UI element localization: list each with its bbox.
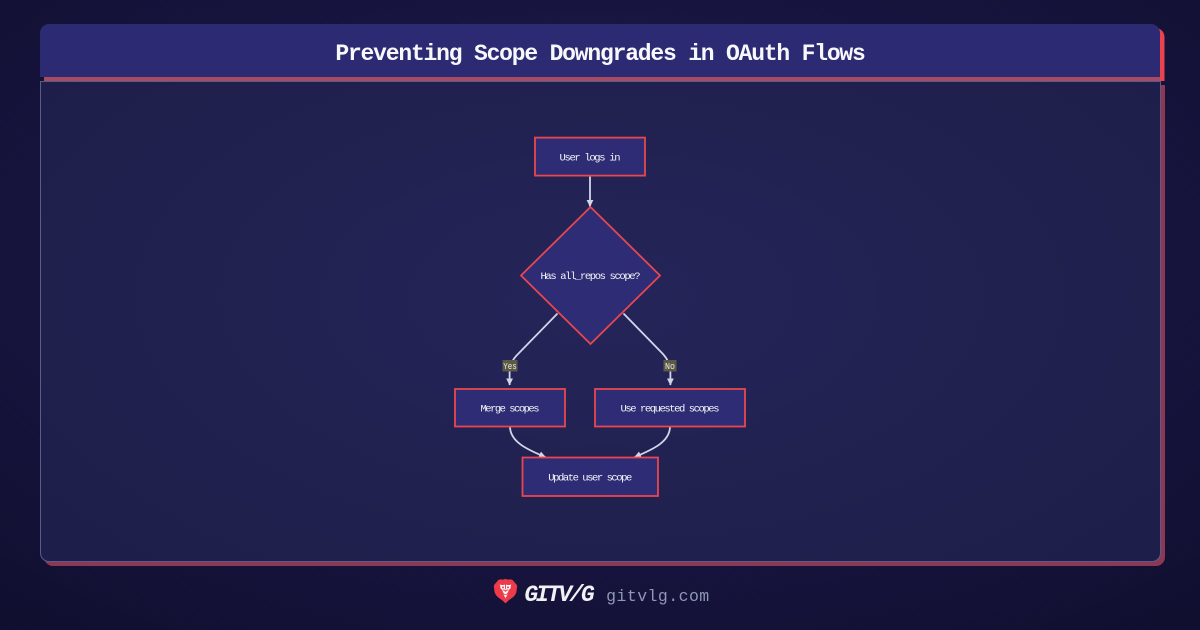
svg-text:User logs in: User logs in [560,152,621,164]
svg-text:Yes: Yes [503,361,517,372]
svg-text:Update user scope: Update user scope [548,473,632,485]
svg-text:Has all_repos scope?: Has all_repos scope? [541,271,641,283]
svg-text:Merge scopes: Merge scopes [481,404,540,416]
svg-text:No: No [665,361,675,372]
svg-text:Use requested scopes: Use requested scopes [621,404,720,416]
